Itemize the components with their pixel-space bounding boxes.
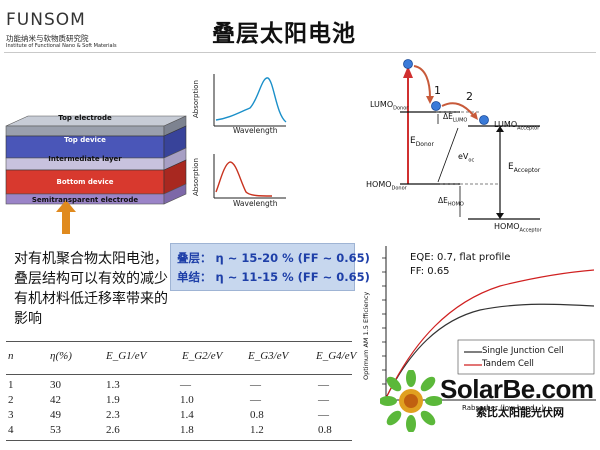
table-cell: 3 [8,409,14,421]
table-cell: — [318,394,329,406]
layer-label-top-electrode: Top electrode [58,114,112,122]
logo-name: FUNSOM [6,10,86,30]
absorption-bottom-xlabel: Wavelength [233,199,278,208]
efficiency-box: 叠层： η ~ 15-20 % (FF ~ 0.65) 单结： η ~ 11-1… [170,243,370,291]
tandem-stack-diagram [5,115,187,234]
lumo-donor-label: LUMODonor [370,100,409,112]
table-cell: 1.2 [250,424,264,436]
table-cell: 2.6 [106,424,120,436]
logo-english-name: Institute of Functional Nano & Soft Mate… [6,43,117,49]
table-cell: — [250,379,261,391]
chart-xlabel: Rabsorber (low band...) [462,404,545,412]
homo-donor-label: HOMODonor [366,180,407,192]
table-cell: 1.9 [106,394,120,406]
table-cell: 30 [50,379,61,391]
table-top-rule [6,341,352,342]
table-header: E_G1/eV [106,350,147,362]
table-cell: 1.0 [180,394,194,406]
table-header: η(%) [50,350,72,362]
table-bottom-rule [6,440,352,441]
step-1-label: 1 [434,84,441,97]
legend-tandem: Tandem Cell [482,359,534,369]
table-header: E_G4/eV [316,350,357,362]
watermark-brand: SolarBe.com [440,374,594,404]
table-cell: 4 [8,424,14,436]
efficiency-tandem: 叠层： η ~ 15-20 % (FF ~ 0.65) [177,251,370,265]
table-cell: — [180,379,191,391]
chart-annotation-ff: FF: 0.65 [410,266,450,277]
chart-ylabel: Optimum AM 1.5 Efficiency [362,291,370,380]
layer-label-bottom-device: Bottom device [56,178,114,186]
header-divider [4,52,596,53]
watermark-chinese: 索比太阳能光伏网 [476,406,564,419]
absorption-top-xlabel: Wavelength [233,126,278,135]
efficiency-single: 单结： η ~ 11-15 % (FF ~ 0.65) [177,270,370,284]
table-header: E_G2/eV [182,350,223,362]
table-cell: 53 [50,424,61,436]
layer-label-top-device: Top device [64,136,106,144]
table-cell: 1.3 [106,379,120,391]
e-acceptor-label: EAcceptor [508,162,541,174]
chart-annotation-eqe: EQE: 0.7, flat profile [410,252,511,263]
table-cell: — [318,379,329,391]
layer-label-semitransparent: Semitransparent electrode [31,196,139,204]
e-donor-label: EDonor [410,136,434,148]
table-cell: 1.8 [180,424,194,436]
absorption-bottom-ylabel: Absorption [192,158,200,196]
legend-single-junction: Single Junction Cell [482,346,564,356]
delta-e-homo-label: ΔEHOMO [438,196,464,208]
layer-label-intermediate: Intermediate layer [48,155,122,163]
table-cell: 2 [8,394,14,406]
lumo-acceptor-label: LUMOAcceptor [494,120,540,132]
delta-e-lumo-label: ΔELUMO [443,112,468,124]
table-cell: 2.3 [106,409,120,421]
table-cell: 1.4 [180,409,194,421]
slide-title: 叠层太阳电池 [212,21,356,47]
table-cell: 49 [50,409,61,421]
table-header: E_G3/eV [248,350,289,362]
absorption-plot-top [213,74,287,127]
table-cell: 1 [8,379,14,391]
absorption-plot-bottom [213,154,286,199]
table-cell: 0.8 [250,409,264,421]
homo-acceptor-label: HOMOAcceptor [494,222,542,234]
table-cell: 0.8 [318,424,332,436]
voc-label: eVoc [458,152,475,164]
step-2-label: 2 [466,90,473,103]
table-cell: — [250,394,261,406]
table-cell: — [318,409,329,421]
efficiency-chart [382,246,596,401]
description-text: 对有机聚合物太阳电池，叠层结构可以有效的减少有机材料低迁移率带来的影响 [14,251,168,327]
energy-level-diagram [400,59,540,220]
table-header: n [8,350,14,362]
absorption-top-ylabel: Absorption [192,80,200,118]
logo-chinese-name: 功能纳米与软物质研究院 [6,34,89,43]
table-cell: 42 [50,394,61,406]
sunflower-logo-icon [380,370,442,432]
table-mid-rule [6,374,352,375]
